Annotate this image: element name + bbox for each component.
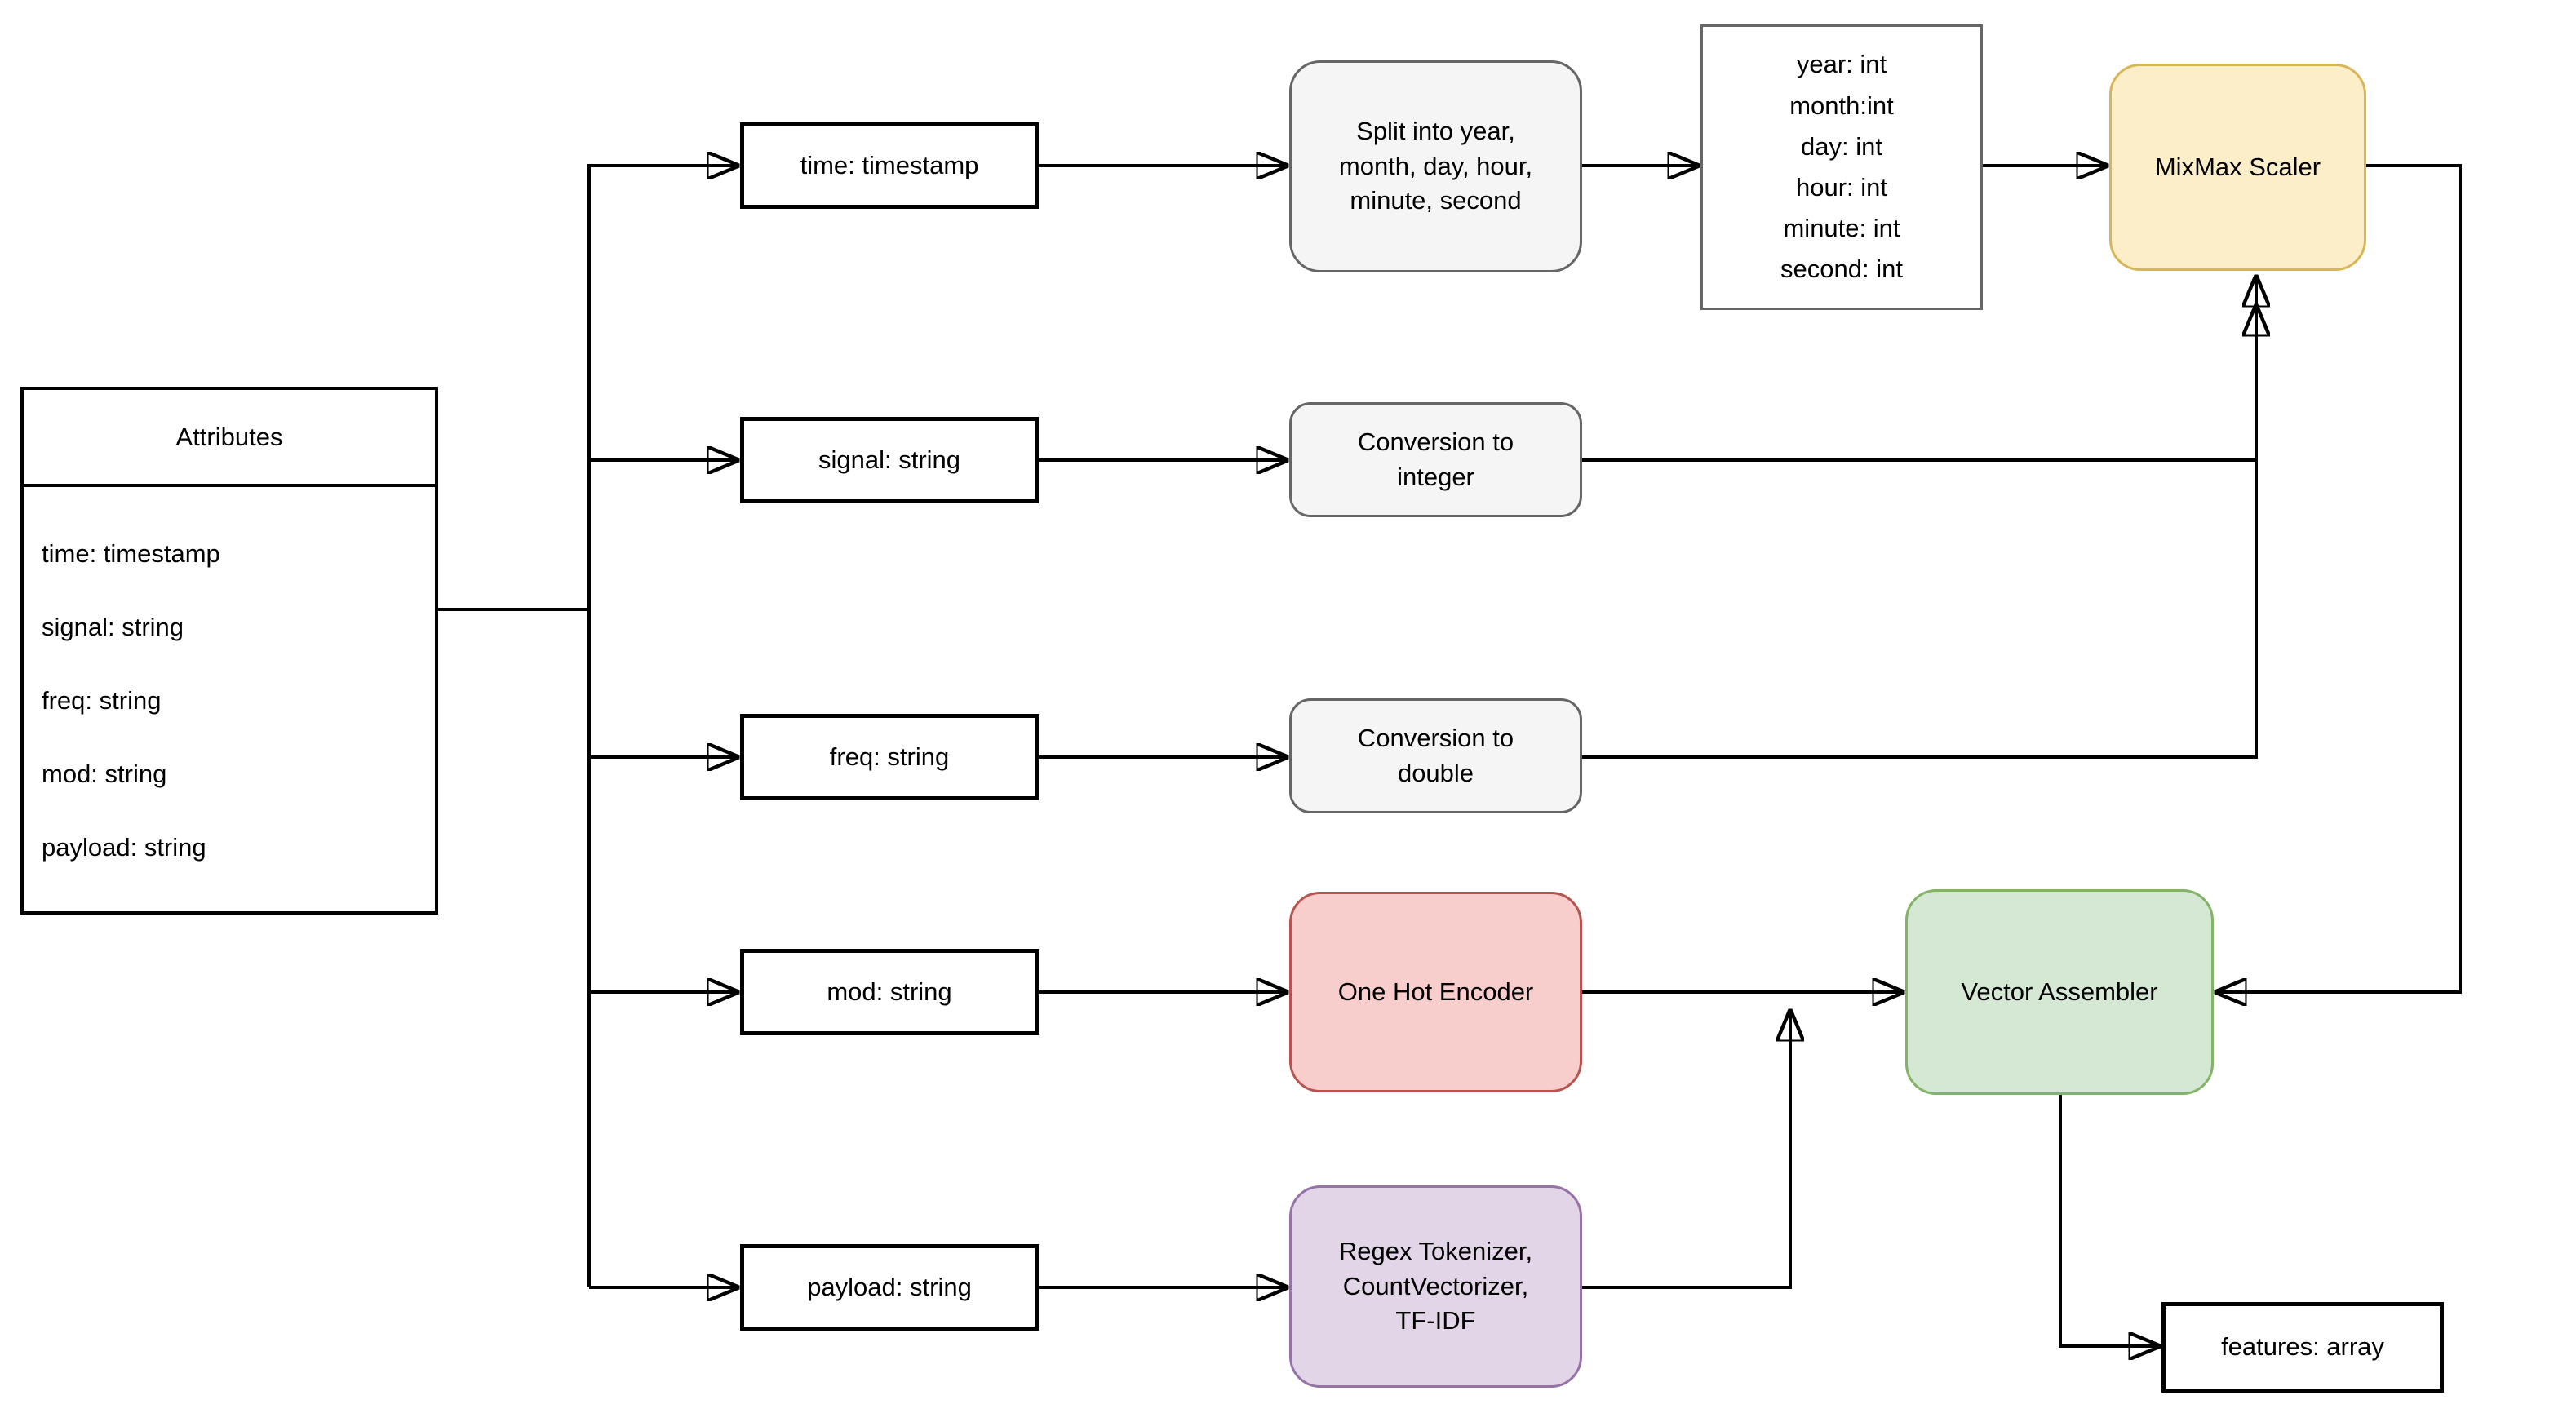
attributes-rows: time: timestamp signal: string freq: str… xyxy=(24,487,435,911)
attribute-row-mod: mod: string xyxy=(42,760,167,788)
attributes-panel: Attributes time: timestamp signal: strin… xyxy=(20,387,438,915)
edge-regex-to-join xyxy=(1582,1012,1790,1289)
attributes-title: Attributes xyxy=(24,390,435,487)
attribute-row-freq: freq: string xyxy=(42,686,162,715)
field-node-freq: freq: string xyxy=(740,714,1039,800)
edge-assembler-to-features xyxy=(2059,1095,2158,1346)
edge-trunk-and-time-branch xyxy=(587,166,737,1287)
field-node-mod: mod: string xyxy=(740,949,1039,1035)
process-node-conversion-integer: Conversion to integer xyxy=(1289,402,1582,517)
attribute-row-signal: signal: string xyxy=(42,613,184,641)
split-output-node: year: int month:int day: int hour: int m… xyxy=(1700,24,1983,310)
mixmax-scaler-node: MixMax Scaler xyxy=(2109,64,2366,271)
edge-convdbl-to-mixmax xyxy=(1582,307,2256,759)
process-node-conversion-double: Conversion to double xyxy=(1289,698,1582,813)
field-node-signal: signal: string xyxy=(740,417,1039,503)
field-node-payload: payload: string xyxy=(740,1244,1039,1331)
process-node-one-hot-encoder: One Hot Encoder xyxy=(1289,892,1582,1092)
process-node-split: Split into year, month, day, hour, minut… xyxy=(1289,60,1582,272)
field-node-time: time: timestamp xyxy=(740,122,1039,209)
attribute-row-time: time: timestamp xyxy=(42,539,220,568)
attribute-row-payload: payload: string xyxy=(42,833,206,862)
edge-mixmax-to-assembler xyxy=(2217,164,2462,992)
features-output-node: features: array xyxy=(2161,1302,2444,1393)
process-node-text-pipeline: Regex Tokenizer, CountVectorizer, TF-IDF xyxy=(1289,1185,1582,1388)
vector-assembler-node: Vector Assembler xyxy=(1905,889,2214,1095)
